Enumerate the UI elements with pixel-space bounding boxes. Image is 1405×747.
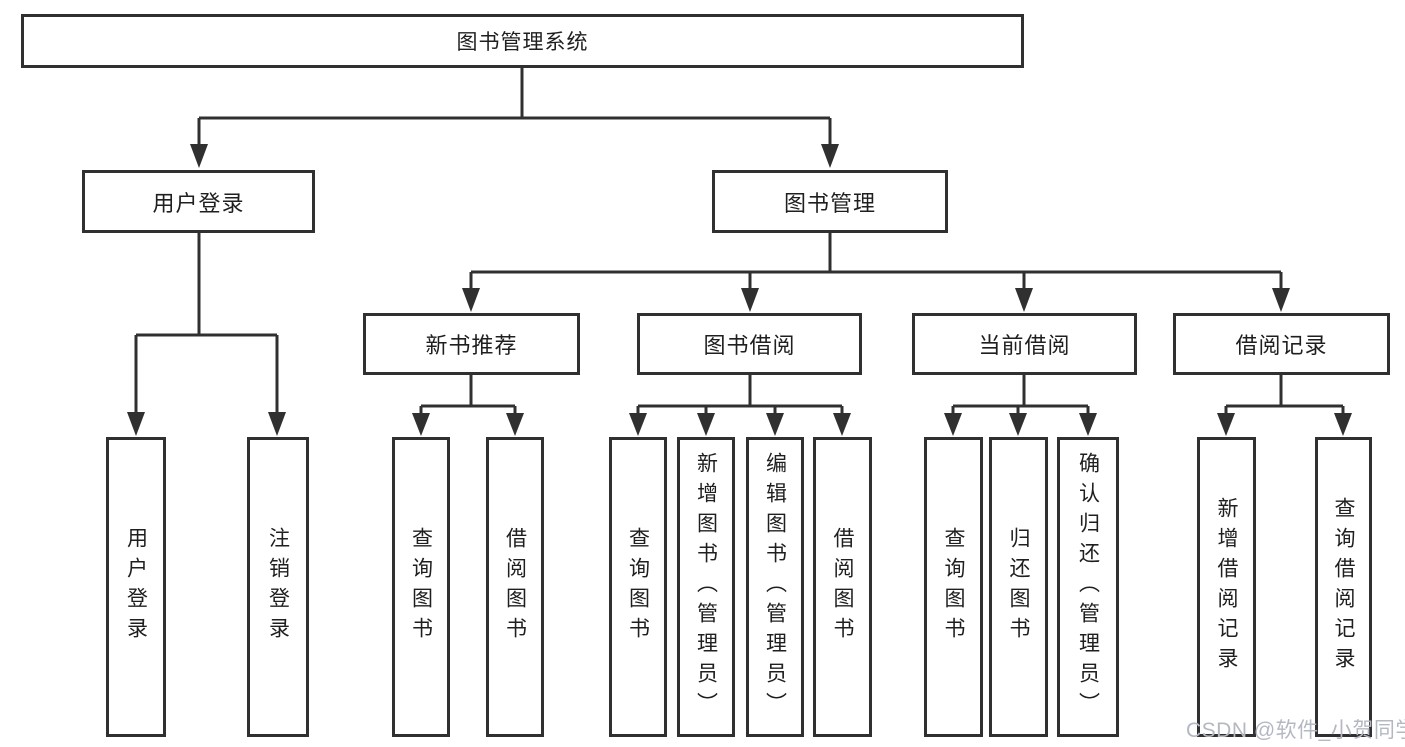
leaf-confirm-return-admin: 确认归还（管理员）	[1057, 437, 1119, 737]
leaf-return-book-label: 归还图书	[1007, 527, 1030, 647]
watermark: CSDN @软件_小贺同学	[1186, 719, 1405, 742]
node-root-label: 图书管理系统	[456, 31, 589, 54]
leaf-add-borrow-record-label: 新增借阅记录	[1215, 497, 1238, 677]
node-book-management: 图书管理	[712, 170, 948, 233]
leaf-query-borrow-record-label: 查询借阅记录	[1332, 497, 1355, 677]
node-borrow-records-label: 借阅记录	[1235, 333, 1328, 358]
leaf-borrow-book-2-label: 借阅图书	[831, 527, 854, 647]
leaf-edit-book-admin: 编辑图书（管理员）	[746, 437, 804, 737]
leaf-borrow-book-2: 借阅图书	[813, 437, 872, 737]
leaf-add-borrow-record: 新增借阅记录	[1197, 437, 1256, 737]
leaf-query-book-1: 查询图书	[392, 437, 450, 737]
leaf-query-book-3-label: 查询图书	[942, 527, 965, 647]
leaf-add-book-admin: 新增图书（管理员）	[677, 437, 735, 737]
node-book-borrow: 图书借阅	[637, 313, 862, 375]
leaf-borrow-book-1-label: 借阅图书	[503, 527, 527, 647]
leaf-add-book-admin-label: 新增图书（管理员）	[694, 452, 718, 722]
node-current-borrow: 当前借阅	[912, 313, 1137, 375]
leaf-query-book-2-label: 查询图书	[626, 527, 650, 647]
node-new-book-recommend-label: 新书推荐	[425, 333, 518, 358]
node-root: 图书管理系统	[21, 14, 1024, 68]
node-current-borrow-label: 当前借阅	[978, 333, 1071, 358]
leaf-query-book-1-label: 查询图书	[409, 527, 433, 647]
leaf-user-login: 用户登录	[106, 437, 166, 737]
node-new-book-recommend: 新书推荐	[363, 313, 580, 375]
node-book-management-label: 图书管理	[783, 190, 876, 216]
leaf-edit-book-admin-label: 编辑图书（管理员）	[763, 452, 787, 722]
leaf-borrow-book-1: 借阅图书	[486, 437, 544, 737]
leaf-return-book: 归还图书	[989, 437, 1048, 737]
node-book-borrow-label: 图书借阅	[703, 333, 796, 358]
leaf-user-login-label: 用户登录	[124, 527, 148, 647]
leaf-logout-label: 注销登录	[266, 527, 290, 647]
node-user-login: 用户登录	[82, 170, 315, 233]
leaf-query-book-2: 查询图书	[609, 437, 667, 737]
node-borrow-records: 借阅记录	[1173, 313, 1390, 375]
leaf-query-book-3: 查询图书	[924, 437, 983, 737]
leaf-query-borrow-record: 查询借阅记录	[1315, 437, 1372, 737]
leaf-confirm-return-admin-label: 确认归还（管理员）	[1076, 452, 1100, 722]
node-user-login-label: 用户登录	[152, 190, 245, 216]
leaf-logout: 注销登录	[247, 437, 309, 737]
